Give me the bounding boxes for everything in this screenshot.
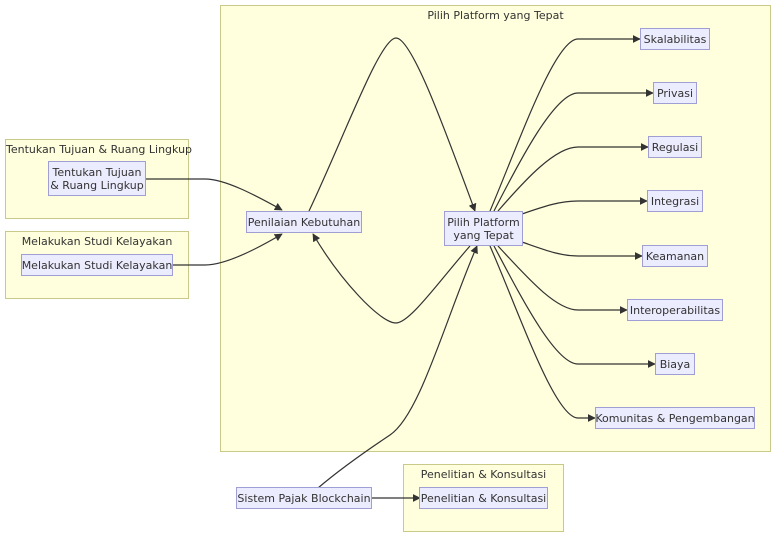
node-label-platform-line2: yang Tepat [453,228,514,242]
edge-tujuan-to-penilaian [145,178,283,211]
edge-platform-to-penilaian-bottom [312,233,471,324]
cluster-label-tentukan-tujuan: Tentukan Tujuan & Ruang Lingkup [6,143,193,156]
edge-studi-to-penilaian [172,233,283,266]
node-sistem-pajak-blockchain[interactable]: Sistem Pajak Blockchain [236,487,372,509]
edge-platform-to-regulasi [497,143,649,212]
edge-platform-to-integrasi [521,197,648,215]
edge-platform-to-skalabilitas [489,35,641,212]
edge-platform-to-interoperabilitas [497,245,628,314]
node-komunitas-pengembangan[interactable]: Komunitas & Pengembangan [595,407,755,429]
node-pilih-platform[interactable]: Pilih Platform yang Tepat [444,211,523,246]
edge-platform-to-komunitas [489,245,596,422]
node-regulasi[interactable]: Regulasi [648,136,702,158]
cluster-label-pilih-platform: Pilih Platform yang Tepat [427,9,564,22]
node-label-integrasi: Integrasi [650,194,700,208]
node-label-studi: Melakukan Studi Kelayakan [21,258,173,272]
node-label-biaya: Biaya [659,357,691,371]
node-label-privasi: Privasi [656,86,694,100]
node-label-tujuan-line1: Tentukan Tujuan [52,165,142,179]
node-keamanan[interactable]: Keamanan [642,245,708,267]
node-label-tujuan-line2: & Ruang Lingkup [50,178,144,192]
node-label-penelitian: Penelitian & Konsultasi [420,491,547,505]
node-label-komunitas: Komunitas & Pengembangan [595,411,755,425]
edge-penilaian-to-platform-top [308,37,477,212]
node-tentukan-tujuan[interactable]: Tentukan Tujuan & Ruang Lingkup [48,161,146,196]
node-label-interoperabilitas: Interoperabilitas [629,303,721,317]
edge-platform-to-privasi [493,89,654,212]
node-privasi[interactable]: Privasi [653,82,697,104]
edge-sistem-to-platform [317,245,478,489]
node-label-sistem: Sistem Pajak Blockchain [237,491,371,505]
edge-platform-to-keamanan [521,241,643,260]
node-label-keamanan: Keamanan [645,249,705,263]
node-label-penilaian: Penilaian Kebutuhan [247,215,361,229]
node-studi-kelayakan[interactable]: Melakukan Studi Kelayakan [21,254,173,276]
node-biaya[interactable]: Biaya [655,353,695,375]
cluster-label-studi-kelayakan: Melakukan Studi Kelayakan [21,235,173,248]
node-skalabilitas[interactable]: Skalabilitas [640,28,710,50]
cluster-label-penelitian-konsultasi: Penelitian & Konsultasi [420,468,547,481]
node-integrasi[interactable]: Integrasi [647,190,703,212]
node-penilaian-kebutuhan[interactable]: Penilaian Kebutuhan [246,211,362,233]
node-label-regulasi: Regulasi [651,140,699,154]
node-label-platform-line1: Pilih Platform [447,215,520,229]
node-interoperabilitas[interactable]: Interoperabilitas [627,299,723,321]
node-penelitian-konsultasi[interactable]: Penelitian & Konsultasi [419,487,548,509]
edge-platform-to-biaya [493,245,656,368]
node-label-skalabilitas: Skalabilitas [643,32,707,46]
